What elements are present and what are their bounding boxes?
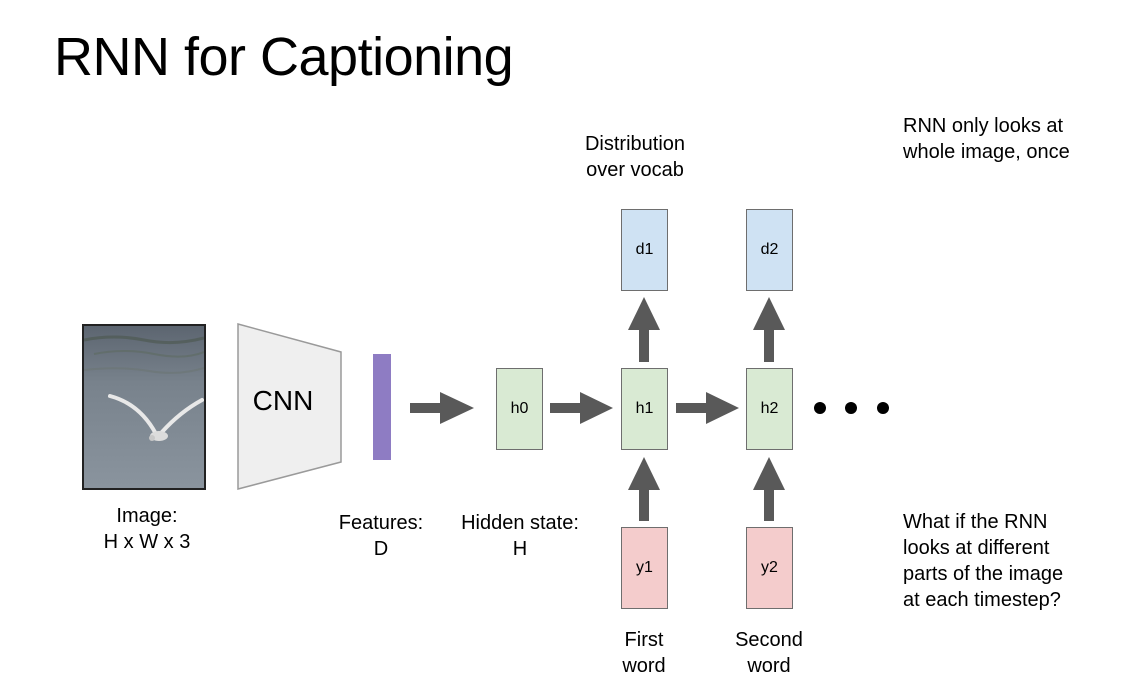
hidden-node-h2: h2 <box>746 368 793 450</box>
first-word-line2: word <box>622 655 666 677</box>
note-top-line2: whole image, once <box>903 141 1070 163</box>
second-word-line1: Second <box>735 629 803 651</box>
note-top: RNN only looks at whole image, once <box>903 113 1113 165</box>
slide-title: RNN for Captioning <box>54 27 514 87</box>
image-label-line1: Image: <box>116 505 178 527</box>
input-node-y1: y1 <box>621 527 668 609</box>
distribution-label-line1: Distribution <box>584 133 686 155</box>
arrow-h0-to-h1 <box>550 392 613 424</box>
output-node-d2: d2 <box>746 209 793 291</box>
first-word-label: First word <box>594 627 694 679</box>
features-label-line1: Features: <box>338 512 424 534</box>
hidden-node-h1: h1 <box>621 368 668 450</box>
note-bottom-line3: parts of the image <box>903 563 1064 585</box>
hidden-state-label-line2: H <box>512 538 528 560</box>
arrow-h1-to-d1 <box>628 297 660 362</box>
second-word-line2: word <box>747 655 791 677</box>
feature-vector <box>373 354 391 460</box>
hidden-node-h0: h0 <box>496 368 543 450</box>
arrow-h1-to-h2 <box>676 392 739 424</box>
distribution-label: Distribution over vocab <box>565 131 705 183</box>
output-node-d1: d1 <box>621 209 668 291</box>
image-label-line2: H x W x 3 <box>103 531 191 553</box>
arrow-h2-to-d2 <box>753 297 785 362</box>
note-bottom-line1: What if the RNN <box>903 511 1048 533</box>
ellipsis-dots <box>814 402 889 414</box>
bird-photo-icon <box>84 326 204 488</box>
input-node-y2: y2 <box>746 527 793 609</box>
note-bottom-line2: looks at different <box>903 537 1050 559</box>
distribution-label-line2: over vocab <box>586 159 684 181</box>
cnn-block <box>237 323 342 490</box>
first-word-line1: First <box>624 629 664 651</box>
second-word-label: Second word <box>714 627 824 679</box>
input-image <box>82 324 206 490</box>
note-top-line1: RNN only looks at <box>903 115 1064 137</box>
arrow-y2-to-h2 <box>753 457 785 521</box>
features-label-line2: D <box>373 538 389 560</box>
hidden-state-label: Hidden state: H <box>450 510 590 562</box>
arrow-y1-to-h1 <box>628 457 660 521</box>
note-bottom: What if the RNN looks at different parts… <box>903 509 1113 613</box>
hidden-state-label-line1: Hidden state: <box>461 512 579 534</box>
note-bottom-line4: at each timestep? <box>903 589 1061 611</box>
image-label: Image: H x W x 3 <box>72 503 222 555</box>
cnn-label: CNN <box>252 385 314 416</box>
features-label: Features: D <box>326 510 436 562</box>
arrow-features-to-h0 <box>410 392 474 424</box>
